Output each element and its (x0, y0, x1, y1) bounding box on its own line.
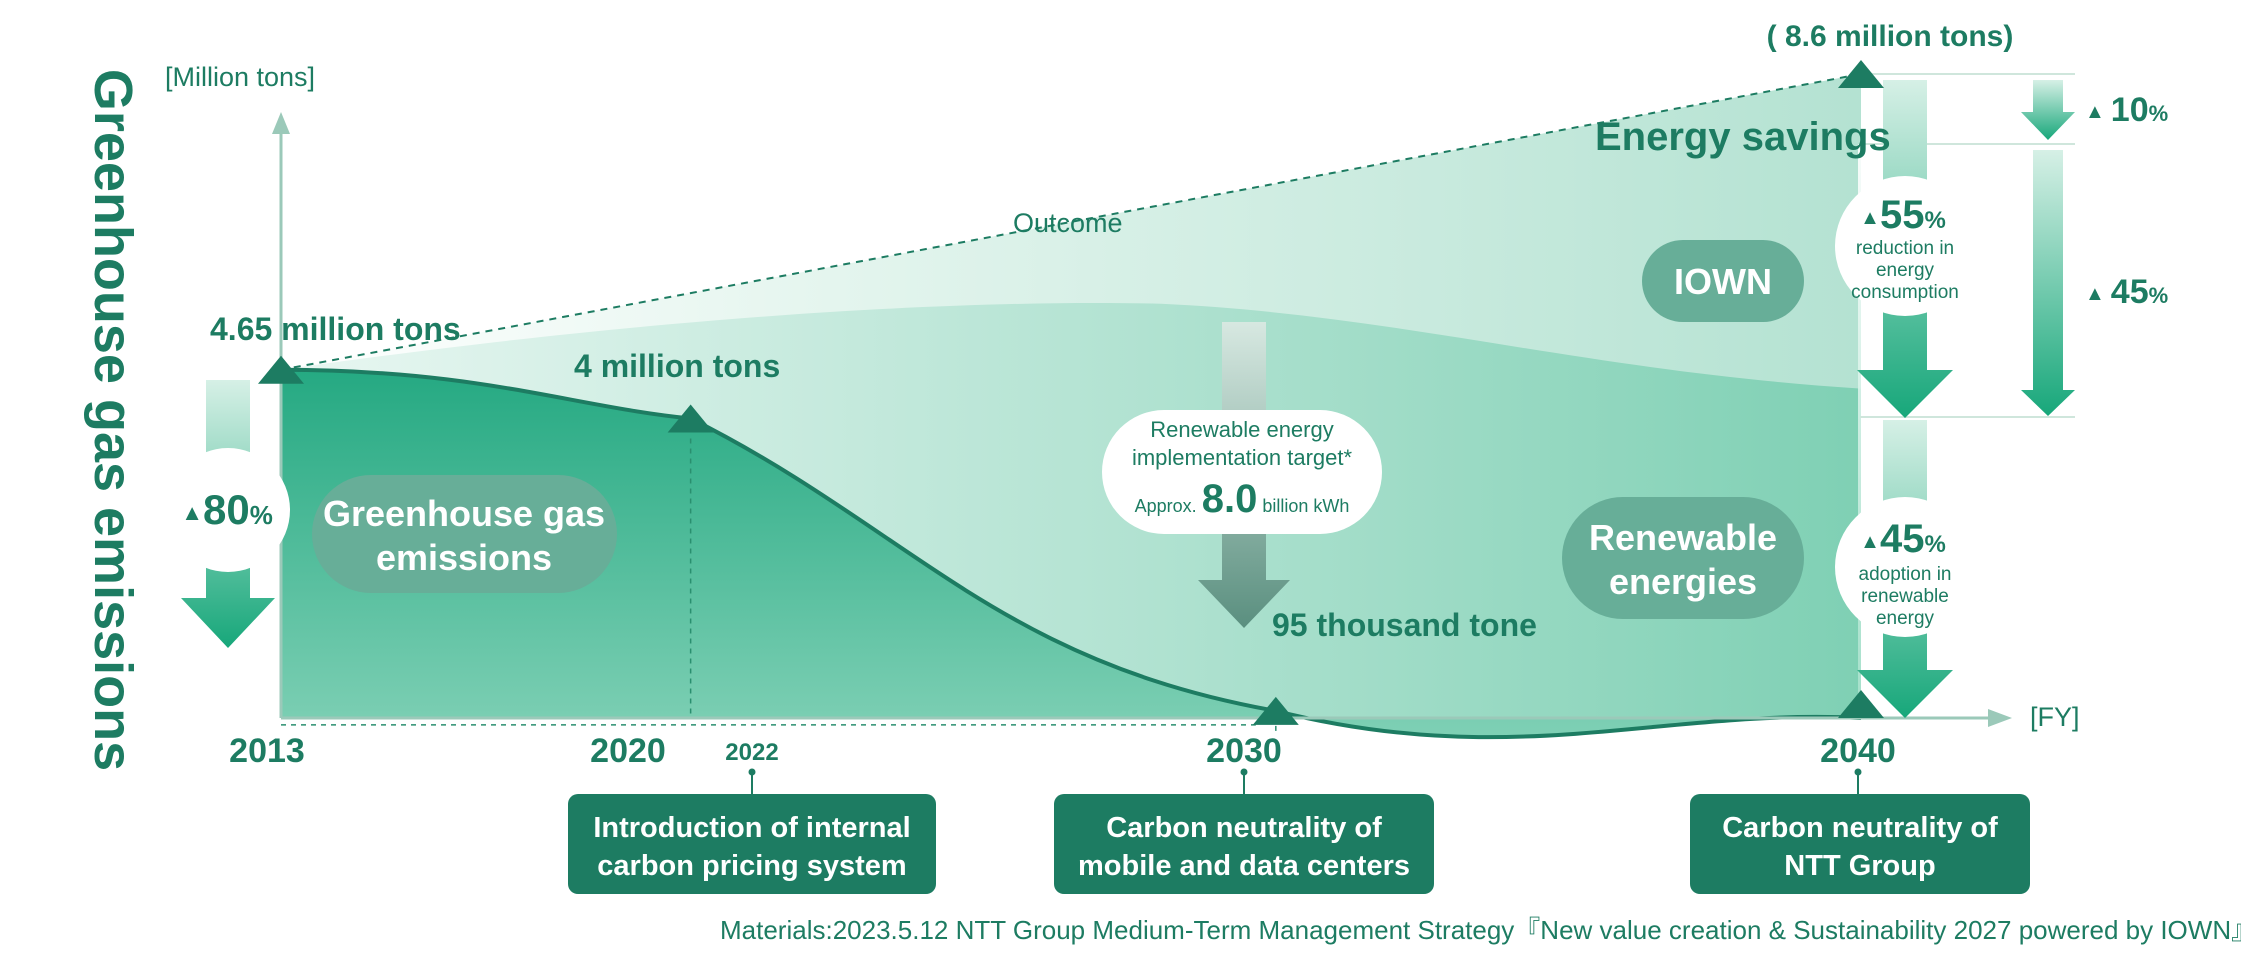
renewable-energies-band (1858, 144, 1861, 718)
renewable-target-value: Approx. 8.0 billion kWh (1135, 477, 1350, 521)
label-2030: 95 thousand tone (1272, 607, 1537, 643)
renewable-badge (1835, 497, 1975, 637)
triangle-up-icon: ▲ (1860, 207, 1880, 229)
renewable-target-bubble (1102, 410, 1382, 534)
label-2040-top: ( 8.6 million tons) (1767, 20, 2014, 53)
triangle-up-icon: ▲ (2085, 283, 2105, 305)
reduction-80-text: ▲80% (181, 486, 273, 533)
renewable-badge-line1: adoption in (1859, 564, 1952, 585)
outcome-label: Outcome (1013, 208, 1123, 238)
milestone-2040-line1: Carbon neutrality of (1722, 812, 1998, 844)
milestone-2030-line1: Carbon neutrality of (1106, 812, 1382, 844)
renewable-area-label-line1: Renewable (1589, 517, 1777, 558)
y-axis-arrowhead (272, 112, 290, 134)
x-axis-arrowhead (1988, 709, 2012, 727)
triangle-up-icon: ▲ (1860, 531, 1880, 553)
milestone-dot-2022 (748, 768, 756, 776)
milestone-dot-2030 (1240, 768, 1248, 776)
ghg-area-label-line2: emissions (376, 537, 552, 578)
reduction-80-badge (166, 448, 290, 572)
renewable-badge-line2: renewable (1861, 586, 1949, 607)
marker-2013 (258, 355, 304, 384)
chart-title: Greenhouse gas emissions (83, 69, 143, 771)
side-percent-45: ▲45% (2085, 273, 2168, 311)
label-2020: 4 million tons (574, 348, 780, 384)
renewable-badge-value: ▲45% (1860, 517, 1946, 561)
iown-area-label-bg (1642, 240, 1804, 322)
side-percent-10: ▲10% (2085, 91, 2168, 129)
iown-badge (1835, 176, 1975, 316)
marker-2040 (1838, 690, 1884, 718)
iown-badge-line1: reduction in (1856, 238, 1954, 259)
milestone-2040-line2: NTT Group (1784, 850, 1935, 882)
iown-badge-value: ▲55% (1860, 193, 1946, 237)
y-axis-unit: [Million tons] (165, 62, 315, 92)
renewable-target-line1: Renewable energy (1150, 417, 1333, 442)
renewable-area-label-line2: energies (1609, 561, 1757, 602)
iown-badge-line3: consumption (1851, 282, 1959, 303)
renewable-area-label-bg (1562, 497, 1804, 619)
milestone-box-2040 (1690, 794, 2030, 894)
ghg-area-label-bg (312, 475, 617, 593)
ghg-emissions-area (281, 369, 1861, 738)
milestone-box-2022 (568, 794, 936, 894)
x-tick-2013: 2013 (229, 732, 305, 770)
x-axis-unit: [FY] (2030, 702, 2080, 732)
energy-savings-label: Energy savings (1595, 115, 1891, 159)
marker-2040-outcome (1838, 60, 1884, 88)
x-tick-2040: 2040 (1820, 732, 1896, 770)
savings-45-arrow (2021, 150, 2075, 416)
milestone-2022-line2: carbon pricing system (597, 850, 906, 882)
source-footnote: Materials:2023.5.12 NTT Group Medium-Ter… (720, 915, 2241, 945)
renewable-badge-line3: energy (1876, 608, 1935, 629)
iown-badge-line2: energy (1876, 260, 1935, 281)
x-tick-2022: 2022 (725, 739, 778, 766)
ghg-emissions-line (280, 367, 1862, 740)
marker-2020 (667, 404, 714, 433)
x-tick-2020: 2020 (590, 732, 666, 770)
outcome-line (280, 73, 1862, 371)
milestone-2030-line2: mobile and data centers (1078, 850, 1410, 882)
ghg-area-label-line1: Greenhouse gas (323, 493, 605, 534)
triangle-up-icon: ▲ (2085, 101, 2105, 123)
x-tick-2030: 2030 (1206, 732, 1282, 770)
milestone-dot-2040 (1854, 768, 1862, 776)
label-2013: 4.65 million tons (210, 311, 461, 347)
milestone-2022-line1: Introduction of internal (593, 812, 910, 844)
milestone-box-2030 (1054, 794, 1434, 894)
triangle-up-icon: ▲ (181, 500, 203, 525)
renewable-target-line2: implementation target* (1132, 445, 1353, 470)
marker-2030 (1252, 696, 1299, 725)
iown-area-label: IOWN (1674, 261, 1772, 302)
savings-10-arrow (2021, 80, 2075, 140)
